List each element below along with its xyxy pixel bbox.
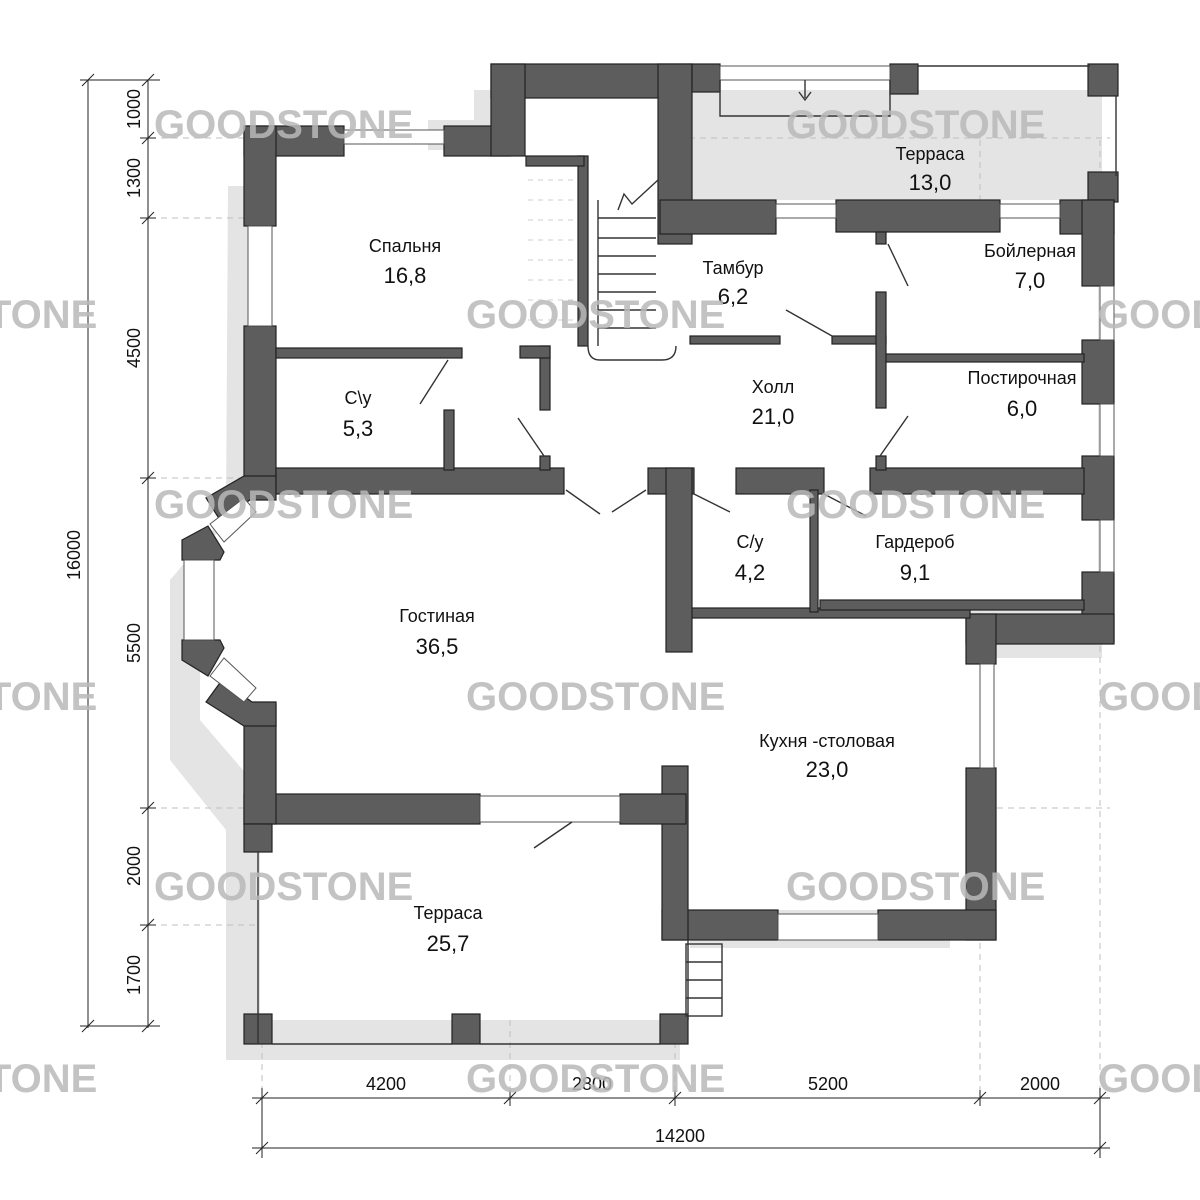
windows bbox=[183, 65, 1115, 941]
room-name-kitchen: Кухня -столовая bbox=[759, 731, 895, 751]
watermark: GOODSTONE bbox=[0, 675, 97, 719]
room-name-wardrobe: Гардероб bbox=[875, 532, 954, 552]
dim-vertical-total: 16000 bbox=[64, 530, 84, 580]
room-name-boiler: Бойлерная bbox=[984, 241, 1076, 261]
room-area-boiler: 7,0 bbox=[1015, 268, 1046, 293]
watermark: GOODSTONE bbox=[466, 675, 725, 719]
room-area-terrace-top: 13,0 bbox=[909, 170, 952, 195]
room-name-living: Гостиная bbox=[399, 606, 475, 626]
dim-vertical-3: 4500 bbox=[124, 328, 144, 368]
room-name-vestibule: Тамбур bbox=[702, 258, 763, 278]
dim-horizontal-total: 14200 bbox=[655, 1126, 705, 1146]
room-name-bathroom-1: С\у bbox=[345, 388, 372, 408]
room-labels: Терраса 13,0 Спальня 16,8 Тамбур 6,2 Бой… bbox=[343, 144, 1077, 956]
dim-horizontal-2: 2800 bbox=[572, 1074, 612, 1094]
room-name-hall: Холл bbox=[752, 377, 794, 397]
watermark: GOODSTONE bbox=[786, 865, 1045, 909]
watermarks: GOODSTONE GOODSTONE GOODSTONE GOODSTONE … bbox=[0, 103, 1200, 1101]
watermark: GOODSTONE bbox=[466, 293, 725, 337]
watermark: GOODSTONE bbox=[154, 483, 413, 527]
room-area-terrace-bottom: 25,7 bbox=[427, 931, 470, 956]
room-name-bathroom-2: С/у bbox=[737, 532, 764, 552]
room-area-kitchen: 23,0 bbox=[806, 757, 849, 782]
room-area-bathroom-2: 4,2 bbox=[735, 560, 766, 585]
watermark: GOODSTONE bbox=[154, 865, 413, 909]
dim-horizontal-3: 5200 bbox=[808, 1074, 848, 1094]
watermark: GOODSTONE bbox=[1098, 293, 1200, 337]
room-area-bedroom: 16,8 bbox=[384, 263, 427, 288]
watermark: GOODSTONE bbox=[466, 1057, 725, 1101]
watermark: GOODSTONE bbox=[0, 1057, 97, 1101]
walls bbox=[181, 63, 1119, 1045]
room-area-vestibule: 6,2 bbox=[718, 284, 749, 309]
dim-vertical-1: 1000 bbox=[124, 89, 144, 129]
room-area-living: 36,5 bbox=[416, 634, 459, 659]
dim-horizontal-1: 4200 bbox=[366, 1074, 406, 1094]
watermark: GOODSTONE bbox=[154, 103, 413, 147]
floor-fill bbox=[200, 80, 1098, 1020]
room-area-laundry: 6,0 bbox=[1007, 396, 1038, 421]
room-name-terrace-bottom: Терраса bbox=[413, 903, 483, 923]
watermark: GOODSTONE bbox=[1098, 1057, 1200, 1101]
dim-vertical-6: 1700 bbox=[124, 955, 144, 995]
watermark: GOODSTONE bbox=[786, 483, 1045, 527]
room-name-bedroom: Спальня bbox=[369, 236, 441, 256]
dimension-lines bbox=[80, 73, 1110, 1158]
room-name-laundry: Постирочная bbox=[968, 368, 1077, 388]
dim-vertical-2: 1300 bbox=[124, 158, 144, 198]
dim-horizontal-4: 2000 bbox=[1020, 1074, 1060, 1094]
room-name-terrace-top: Терраса bbox=[895, 144, 965, 164]
room-area-wardrobe: 9,1 bbox=[900, 560, 931, 585]
watermark: GOODSTONE bbox=[786, 103, 1045, 147]
room-area-bathroom-1: 5,3 bbox=[343, 416, 374, 441]
dimension-labels: 16000 1000 1300 4500 5500 2000 1700 4200… bbox=[64, 89, 1060, 1146]
details bbox=[257, 65, 1117, 1045]
dim-vertical-5: 2000 bbox=[124, 846, 144, 886]
dim-vertical-4: 5500 bbox=[124, 623, 144, 663]
watermark: GOODSTONE bbox=[1098, 675, 1200, 719]
room-area-hall: 21,0 bbox=[752, 404, 795, 429]
watermark: GOODSTONE bbox=[0, 293, 97, 337]
